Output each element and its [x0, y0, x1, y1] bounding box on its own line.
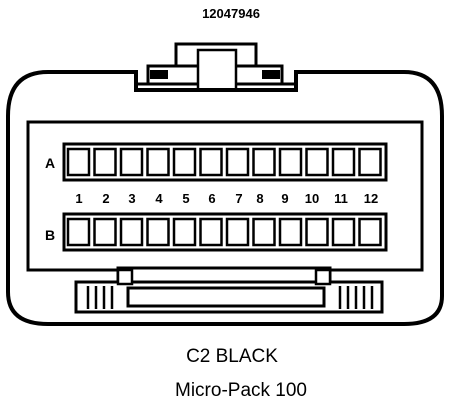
pin-number: 5	[182, 191, 189, 206]
row-a-cavity	[199, 147, 223, 177]
row-b-cavity	[278, 217, 303, 247]
row-b-cavity	[172, 217, 197, 247]
bottom-keyway-posts	[116, 268, 332, 286]
row-b-cavity	[146, 217, 170, 247]
row-b-cavity	[199, 217, 223, 247]
pin-number: 1	[75, 191, 82, 206]
pin-number-row: 1 2 3 4 5 6 7 8 9 10 11 12	[75, 191, 378, 206]
connector-name: C2 BLACK	[186, 346, 278, 367]
bottom-keyway	[74, 266, 384, 314]
pin-number: 10	[305, 191, 319, 206]
row-a-cavity	[119, 147, 144, 177]
pin-number: 2	[102, 191, 109, 206]
pin-number: 7	[235, 191, 242, 206]
pin-number: 6	[208, 191, 215, 206]
row-a-cavity	[278, 147, 303, 177]
row-a-cavity	[252, 147, 276, 177]
row-b-cavity	[358, 217, 382, 247]
row-a-cavity	[225, 147, 250, 177]
connector-series: Micro-Pack 100	[175, 380, 307, 401]
row-b-cavity	[305, 217, 329, 247]
bottom-keyway-ribs	[86, 286, 374, 309]
row-a-cavities	[66, 147, 382, 177]
row-b-cavity	[252, 217, 276, 247]
row-b-cavity	[93, 217, 117, 247]
pin-number: 11	[334, 191, 348, 206]
row-b-cavity	[331, 217, 356, 247]
row-a-cavity	[172, 147, 197, 177]
part-number: 12047946	[202, 6, 260, 21]
row-b-cavity	[119, 217, 144, 247]
pin-number: 3	[128, 191, 135, 206]
row-b-cavity	[225, 217, 250, 247]
row-label-a: A	[45, 155, 55, 171]
row-a-cavity	[358, 147, 382, 177]
pin-number: 9	[281, 191, 288, 206]
row-a-cavity	[66, 147, 91, 177]
pin-number: 12	[364, 191, 378, 206]
row-a-cavity	[305, 147, 329, 177]
pin-number: 8	[256, 191, 263, 206]
row-a-cavity	[146, 147, 170, 177]
row-b-cavity	[66, 217, 91, 247]
row-label-b: B	[45, 227, 55, 243]
pin-number: 4	[155, 191, 163, 206]
row-a-cavity	[93, 147, 117, 177]
row-a-cavity	[331, 147, 356, 177]
row-b-cavities	[66, 217, 382, 247]
